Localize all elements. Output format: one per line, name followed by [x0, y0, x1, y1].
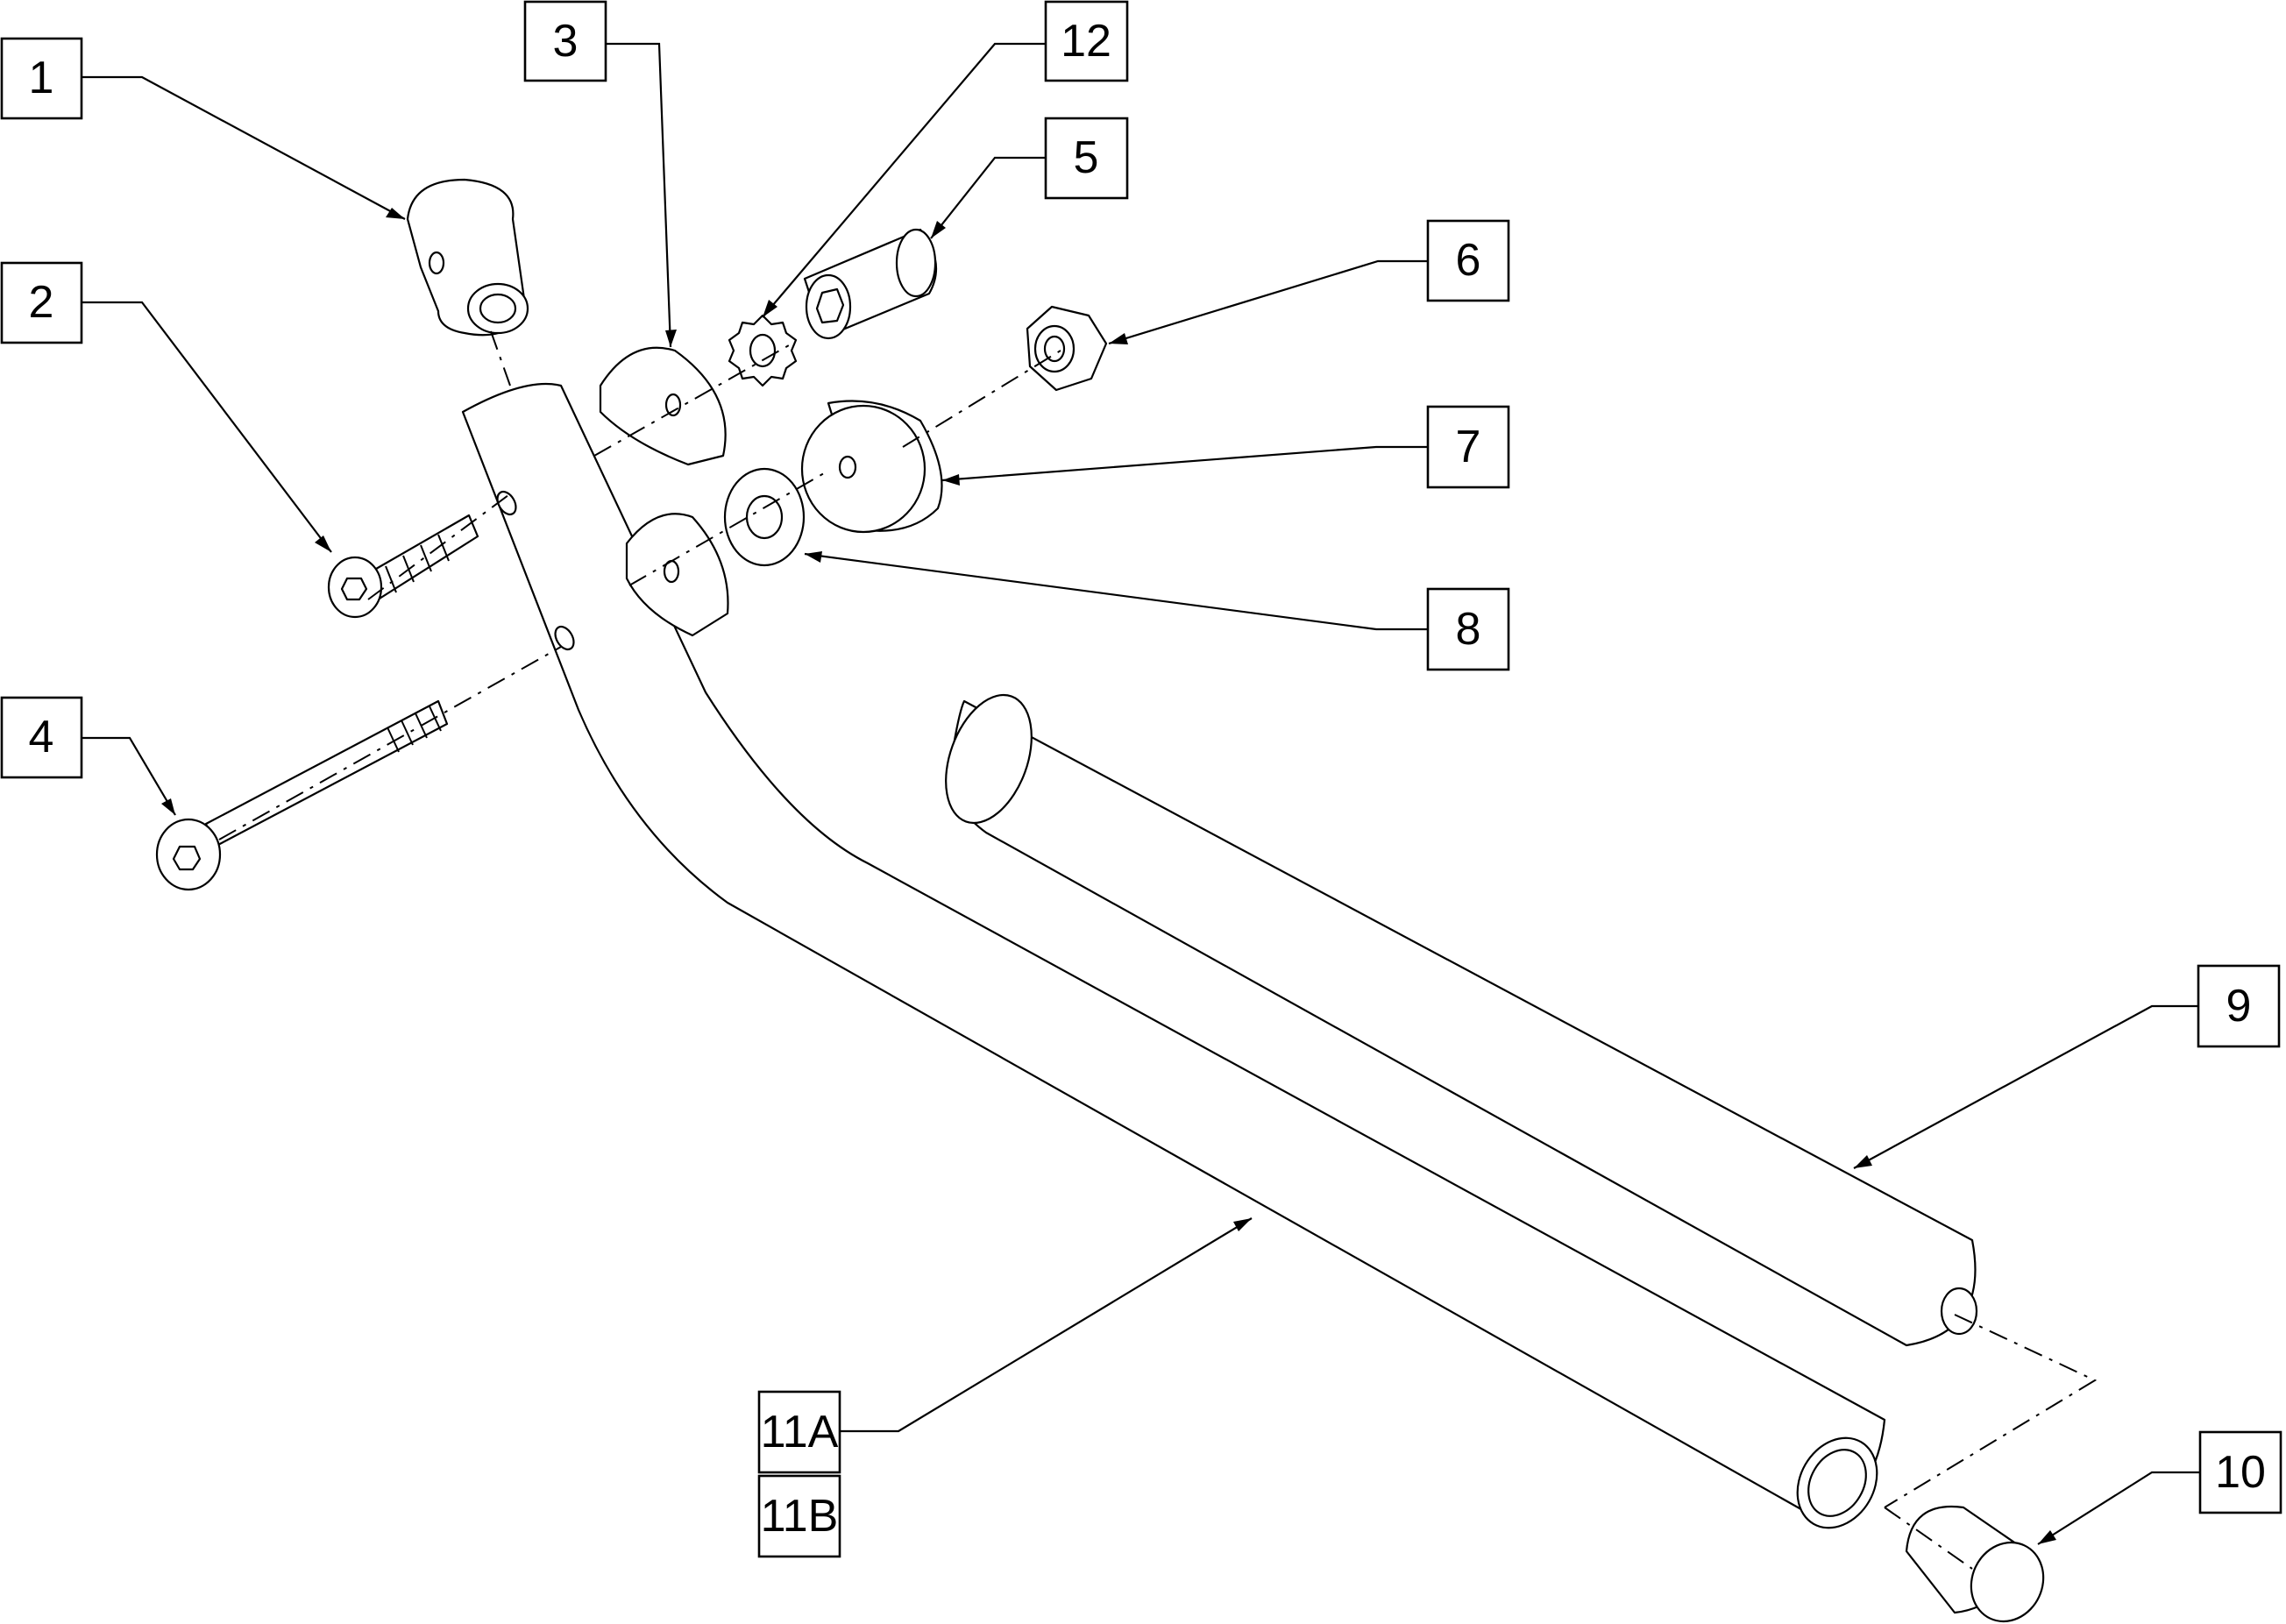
- callout-label: 1: [29, 53, 54, 103]
- callout-10: 10: [2198, 1430, 2282, 1514]
- callout-label: 10: [2215, 1447, 2266, 1498]
- leader-lines: [82, 42, 2200, 1545]
- flat-washer: [723, 467, 806, 567]
- callout-label: 12: [1061, 16, 1111, 67]
- callout-12: 12: [1044, 0, 1129, 82]
- upper-bracket: [599, 346, 727, 466]
- callout-11a: 11A: [757, 1390, 841, 1474]
- long-bolt: [155, 699, 449, 891]
- callout-2: 2: [0, 261, 83, 344]
- callout-label: 11B: [761, 1491, 839, 1542]
- callout-label: 8: [1456, 604, 1481, 655]
- callout-5: 5: [1044, 117, 1129, 200]
- callout-7: 7: [1426, 405, 1510, 489]
- star-lock-washer: [728, 314, 798, 387]
- pivot-block: [800, 400, 943, 534]
- callout-1: 1: [0, 37, 83, 120]
- callout-11b: 11B: [757, 1474, 841, 1558]
- callout-3: 3: [523, 0, 607, 82]
- end-cap: [1905, 1505, 2045, 1623]
- callout-label: 9: [2226, 981, 2252, 1032]
- hex-nut: [1026, 305, 1108, 392]
- callout-label: 7: [1456, 422, 1481, 472]
- straight-tube: [945, 693, 1978, 1347]
- center-lines: [218, 330, 2098, 1570]
- callout-label: 5: [1074, 132, 1099, 183]
- callout-4: 4: [0, 696, 83, 779]
- lower-bracket: [625, 513, 729, 637]
- short-screw: [327, 514, 479, 619]
- callout-label: 2: [29, 277, 54, 328]
- callout-9: 9: [2197, 964, 2281, 1048]
- spacer-sleeve: [803, 228, 938, 340]
- cap-bushing: [406, 178, 529, 337]
- main-bent-tube: [461, 382, 1886, 1529]
- callout-label: 6: [1456, 235, 1481, 286]
- callout-label: 3: [553, 16, 579, 67]
- callout-6: 6: [1426, 219, 1510, 302]
- callout-label: 11A: [761, 1407, 839, 1457]
- callout-8: 8: [1426, 587, 1510, 671]
- callout-label: 4: [29, 712, 54, 762]
